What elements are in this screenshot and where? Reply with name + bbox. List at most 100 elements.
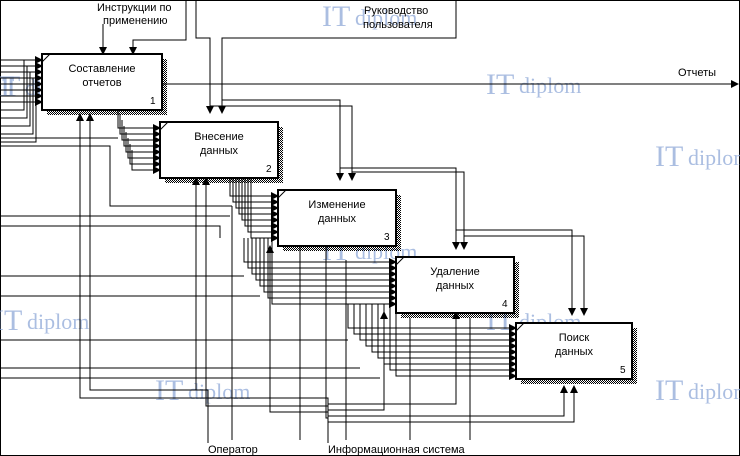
- input-arrow-box3: [247, 178, 279, 236]
- watermark-it: IT: [0, 304, 22, 337]
- box-label-line: данных: [318, 213, 357, 225]
- box-frame: [41, 53, 163, 111]
- control-arrow: [464, 235, 588, 316]
- input-line: [0, 72, 31, 127]
- operator-label: Оператор: [208, 444, 258, 456]
- input-arrow-box4: [243, 238, 397, 266]
- mechanism-arrow: [266, 245, 328, 413]
- input-arrow-box5: [365, 304, 517, 350]
- box-label-line: Удаление: [430, 266, 480, 278]
- input-arrow-box5: [353, 304, 517, 338]
- box-number: 5: [620, 365, 626, 376]
- box-label-line: данных: [555, 346, 594, 358]
- input-arrow-box4: [263, 238, 397, 296]
- box-label-line: Поиск: [559, 332, 590, 344]
- watermark-diplom: diplom: [688, 379, 740, 404]
- input-arrow-box4: [247, 238, 397, 272]
- mechanism-arrow: [328, 311, 388, 411]
- mechanism-line: [325, 246, 328, 419]
- mechanism-arrow: [86, 113, 208, 391]
- input-arrow-box2: [119, 114, 161, 138]
- input-arrow-box2: [131, 150, 161, 174]
- input-line: [0, 145, 232, 207]
- input-arrow-box5: [371, 304, 517, 356]
- input-arrow-box4: [267, 238, 397, 302]
- reports-label: Отчеты: [678, 67, 716, 79]
- box-frame: [515, 322, 633, 380]
- input-arrow-box3: [232, 178, 279, 206]
- input-line: [0, 60, 25, 111]
- box-frame: [277, 189, 397, 247]
- box-label-line: Изменение: [308, 199, 365, 211]
- info-system-label: Информационная система: [328, 444, 466, 456]
- input-arrow-box3: [241, 178, 279, 224]
- box-frame: [395, 256, 515, 314]
- box-corner-mark: [515, 322, 525, 332]
- input-arrow-box4: [255, 238, 397, 284]
- instructions-label-line2: применению: [103, 15, 168, 27]
- input-arrow-box4: [271, 238, 397, 308]
- input-line: [0, 84, 37, 143]
- activity-box-3: Изменение данных 3: [277, 189, 401, 251]
- input-arrow-box2: [121, 120, 161, 144]
- input-arrow-box5: [347, 304, 517, 332]
- box-corner-mark: [277, 189, 287, 199]
- watermark-diplom: diplom: [688, 145, 740, 170]
- watermark-it: IT: [655, 374, 683, 407]
- watermark-diplom: diplom: [519, 73, 581, 98]
- control-arrow: [456, 229, 576, 316]
- watermark-diplom: diplom: [188, 379, 250, 404]
- control-arrow: [340, 167, 460, 250]
- watermark-it-edge: IT: [0, 70, 14, 103]
- watermark-diplom: diplom: [355, 5, 417, 30]
- box-label-line: данных: [436, 280, 475, 292]
- control-arrow: [218, 0, 457, 114]
- control-arrow: [129, 0, 187, 55]
- box-label-line: данных: [200, 145, 239, 157]
- watermark-diplom: diplom: [27, 309, 89, 334]
- box-corner-mark: [395, 256, 405, 266]
- input-arrow-box3: [229, 178, 279, 200]
- watermark-it: IT: [655, 140, 683, 173]
- box-label-line: Составление: [68, 63, 135, 75]
- mechanism-arrow: [76, 113, 329, 443]
- box-label-line: Внесение: [194, 131, 243, 143]
- control-arrow: [222, 99, 344, 181]
- input-arrow-box2: [129, 144, 161, 168]
- box-number: 1: [150, 96, 156, 107]
- activity-box-2: Внесение данных 2: [159, 121, 283, 183]
- activity-box-1: Составление отчетов 1: [41, 53, 167, 115]
- control-arrow: [195, 0, 214, 114]
- manual-label-line2: пользователя: [363, 19, 433, 31]
- input-arrow-box3: [244, 178, 279, 230]
- input-arrow-box2: [125, 132, 161, 156]
- input-arrow-box4: [251, 238, 397, 278]
- input-line: [0, 225, 221, 238]
- input-arrow-box4: [259, 238, 397, 290]
- input-arrow-box2: [127, 138, 161, 162]
- box-number: 2: [266, 164, 272, 175]
- input-arrow-box3: [250, 178, 279, 242]
- box-frame: [159, 121, 279, 179]
- control-arrow: [210, 105, 356, 181]
- mechanism-arrow: [328, 311, 460, 405]
- manual-label-line1: Руководство: [364, 5, 428, 17]
- input-arrow-box5: [395, 304, 517, 380]
- box-label-line: отчетов: [82, 77, 121, 89]
- input-arrow-box5: [389, 304, 517, 374]
- input-arrow-box3: [235, 178, 279, 212]
- mechanism-arrow: [202, 177, 328, 407]
- watermark-it: IT: [322, 0, 350, 33]
- mechanism-arrow: [328, 385, 568, 417]
- box-corner-mark: [159, 121, 169, 131]
- arrows: [0, 0, 739, 443]
- box-corner-mark: [41, 53, 51, 63]
- control-arrow: [352, 171, 468, 250]
- input-arrow-box3: [238, 178, 279, 218]
- box-number: 3: [384, 232, 390, 243]
- activity-box-5: Поиск данных 5: [515, 322, 637, 384]
- input-line: [0, 78, 34, 135]
